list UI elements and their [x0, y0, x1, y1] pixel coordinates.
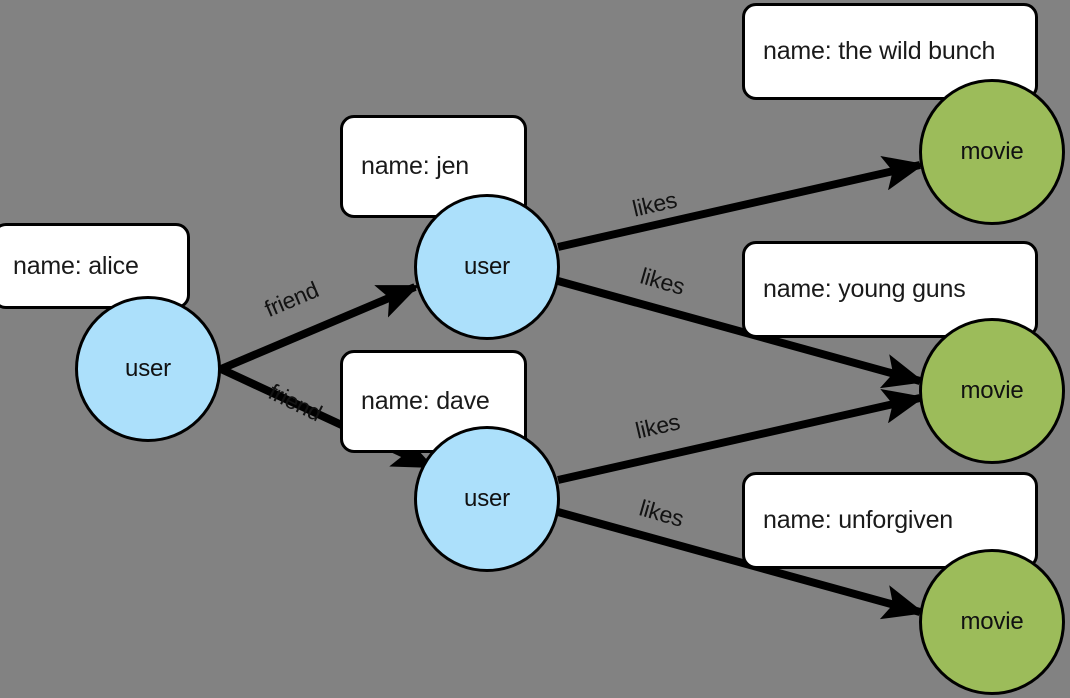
- node-user-alice[interactable]: user: [75, 296, 221, 442]
- node-user-jen[interactable]: user: [414, 194, 560, 340]
- node-type-label: movie: [960, 138, 1024, 165]
- property-text: name: alice: [13, 251, 139, 280]
- node-type-label: user: [464, 253, 510, 280]
- property-text: name: jen: [361, 152, 469, 180]
- property-text: name: unforgiven: [763, 506, 953, 534]
- edge-line: [557, 388, 925, 484]
- node-type-label: movie: [960, 377, 1024, 404]
- edge-line: [556, 508, 925, 620]
- node-movie-wild-bunch[interactable]: movie: [919, 79, 1065, 225]
- edge-lines-group: [219, 155, 925, 620]
- property-box-alice: name: alice: [0, 223, 190, 309]
- edge-line: [219, 283, 420, 373]
- node-type-label: user: [464, 485, 510, 512]
- node-type-label: movie: [960, 608, 1024, 635]
- node-type-label: user: [125, 355, 171, 382]
- node-movie-young-guns[interactable]: movie: [919, 318, 1065, 464]
- property-text: name: the wild bunch: [763, 37, 996, 65]
- node-movie-unforgiven[interactable]: movie: [919, 549, 1065, 695]
- property-text: name: dave: [361, 387, 490, 415]
- property-text: name: young guns: [763, 275, 966, 303]
- node-user-dave[interactable]: user: [414, 426, 560, 572]
- edge-line: [556, 277, 925, 389]
- edge-line: [557, 155, 925, 251]
